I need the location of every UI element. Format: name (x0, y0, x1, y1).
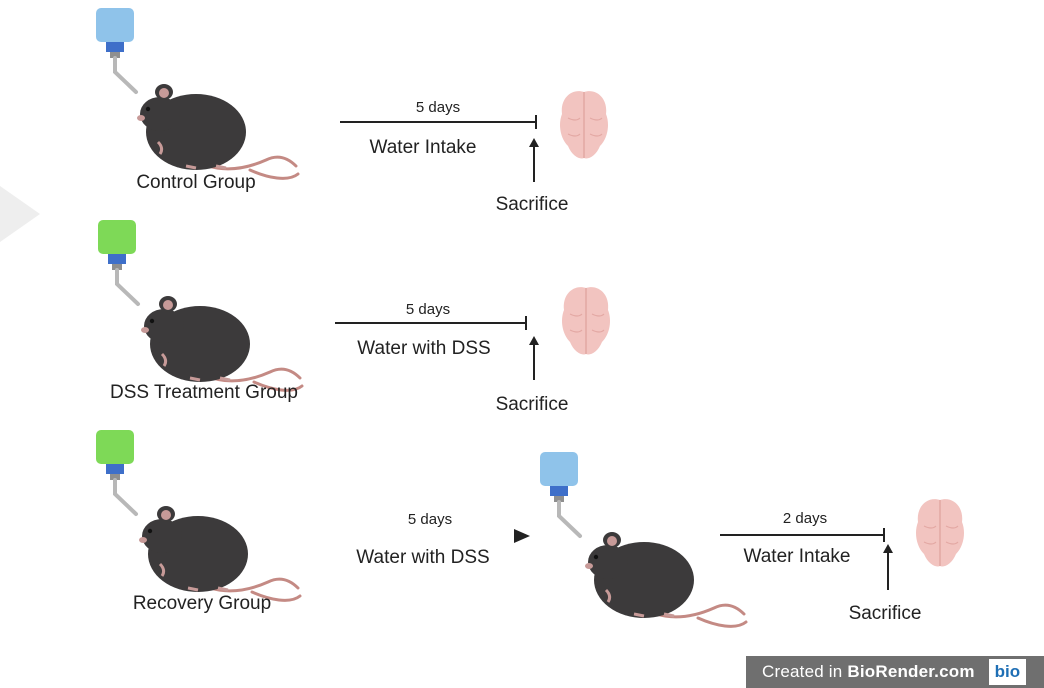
site-name: BioRender.com (847, 662, 974, 681)
up-arrow-icon (528, 336, 540, 380)
duration-label: 5 days (416, 99, 460, 116)
group-label: Recovery Group (133, 593, 271, 615)
treatment-label: Water with DSS (356, 547, 489, 569)
mouse-icon (138, 62, 308, 182)
treatment-label: Water with DSS (357, 338, 490, 360)
brain-icon (556, 284, 616, 360)
brain-icon (554, 88, 614, 164)
mouse-icon (142, 274, 312, 394)
treatment-label: Water Intake (369, 137, 476, 159)
endpoint-label: Sacrifice (849, 603, 922, 625)
timeline-arrow (338, 526, 532, 546)
biorender-logo-icon: bio (989, 659, 1027, 685)
treatment-label: Water Intake (743, 546, 850, 568)
brain-icon (910, 496, 970, 572)
corner-decoration (0, 186, 40, 242)
mouse-icon (140, 484, 310, 604)
branding-text: Created in BioRender.com (762, 662, 975, 682)
duration-label: 2 days (783, 510, 827, 527)
timeline-arrow (720, 525, 890, 545)
up-arrow-icon (882, 544, 894, 590)
group-label: Control Group (136, 172, 255, 194)
up-arrow-icon (528, 138, 540, 182)
biorender-badge[interactable]: Created in BioRender.com bio (746, 656, 1044, 688)
duration-label: 5 days (406, 301, 450, 318)
group-label: DSS Treatment Group (110, 382, 298, 404)
endpoint-label: Sacrifice (496, 394, 569, 416)
duration-label: 5 days (408, 511, 452, 528)
created-in-text: Created in (762, 662, 847, 681)
endpoint-label: Sacrifice (496, 194, 569, 216)
